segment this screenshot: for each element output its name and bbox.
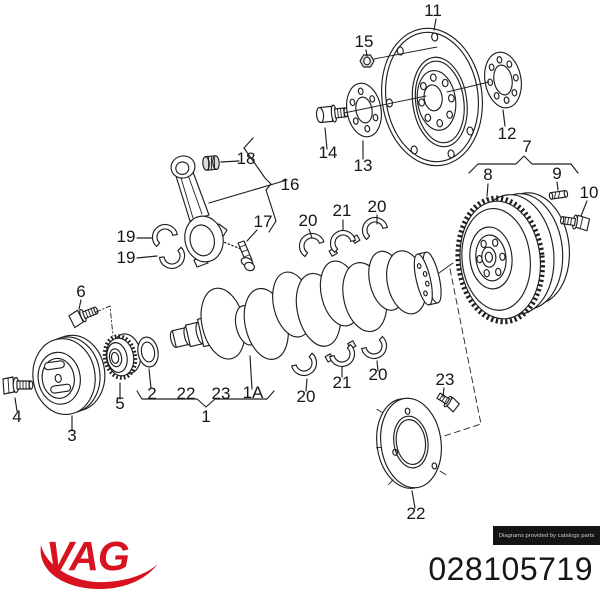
callout-label-20: 20 [299, 211, 318, 230]
connecting-rod-drawing [170, 155, 242, 268]
callout-label-21: 21 [333, 201, 352, 220]
timing-sprocket-drawing [102, 333, 142, 380]
callout-label-14: 14 [319, 143, 338, 162]
drive-plate-bolt-drawing [315, 104, 349, 124]
piston-pin-bushing-drawing [202, 155, 220, 171]
vag-logo: VAG [40, 536, 158, 590]
flywheel-bolt-drawing [559, 214, 591, 232]
callout-label-22: 22 [407, 504, 426, 523]
callout-label-20: 20 [368, 197, 387, 216]
callout-label-20: 20 [297, 387, 316, 406]
callout-label-10: 10 [580, 183, 599, 202]
pulley-bolt-drawing [2, 376, 34, 395]
drive-plate-drawing [380, 27, 484, 167]
flexplate-axis-lines [343, 46, 490, 114]
callout-label-19: 19 [117, 227, 136, 246]
conrod-bearing-shells-drawing [151, 223, 186, 269]
flywheel-nut-drawing [359, 54, 375, 68]
callout-label-17: 17 [254, 212, 273, 231]
seal-flange-drawing [375, 397, 447, 489]
flywheel-group-bracket [468, 155, 579, 174]
callout-label-16: 16 [281, 175, 300, 194]
callout-label-5: 5 [115, 394, 124, 413]
callout-label-1: 1 [201, 407, 210, 426]
vag-logo-text: VAG [46, 536, 129, 579]
callout-label-13: 13 [354, 156, 373, 175]
callout-label-20: 20 [369, 365, 388, 384]
callout-label-4: 4 [12, 407, 21, 426]
shim-plate-drawing [346, 82, 382, 138]
crank-pulley-drawing [32, 334, 106, 416]
callout-label-7: 7 [522, 137, 531, 156]
callout-label-23: 23 [212, 384, 231, 403]
callout-label-8: 8 [483, 165, 492, 184]
callout-label-22: 22 [177, 384, 196, 403]
callout-label-23: 23 [436, 370, 455, 389]
main-bearing-shells-upper-drawing [298, 216, 388, 258]
callout-label-21: 21 [333, 373, 352, 392]
watermark-badge: Diagrams provided by catalogs parts [493, 526, 600, 545]
callout-label-3: 3 [67, 426, 76, 445]
callout-label-6: 6 [76, 282, 85, 301]
callout-label-11: 11 [424, 1, 442, 20]
crankshaft-drawing [169, 250, 442, 360]
callout-label-19: 19 [117, 248, 136, 267]
thrust-ring-drawing [137, 336, 159, 368]
leader-lines [14, 18, 588, 509]
callout-label-15: 15 [355, 32, 374, 51]
callout-label-2: 2 [147, 384, 156, 403]
flange-bolt-drawing [436, 392, 460, 413]
part-number: 028105719 [428, 551, 593, 587]
conrod-bolt-drawing [237, 240, 255, 272]
flywheel-drawing [455, 192, 571, 325]
main-bearing-shells-lower-drawing [291, 335, 388, 377]
vag-logo-swoosh [40, 545, 158, 590]
callout-label-9: 9 [552, 164, 561, 183]
sprocket-bolt-drawing [68, 305, 114, 337]
dowel-pin-drawing [548, 189, 569, 200]
callout-label-12: 12 [498, 124, 517, 143]
spacer-plate-drawing [484, 51, 522, 109]
callout-label-1A: 1A [243, 383, 264, 402]
callout-label-18: 18 [237, 149, 256, 168]
